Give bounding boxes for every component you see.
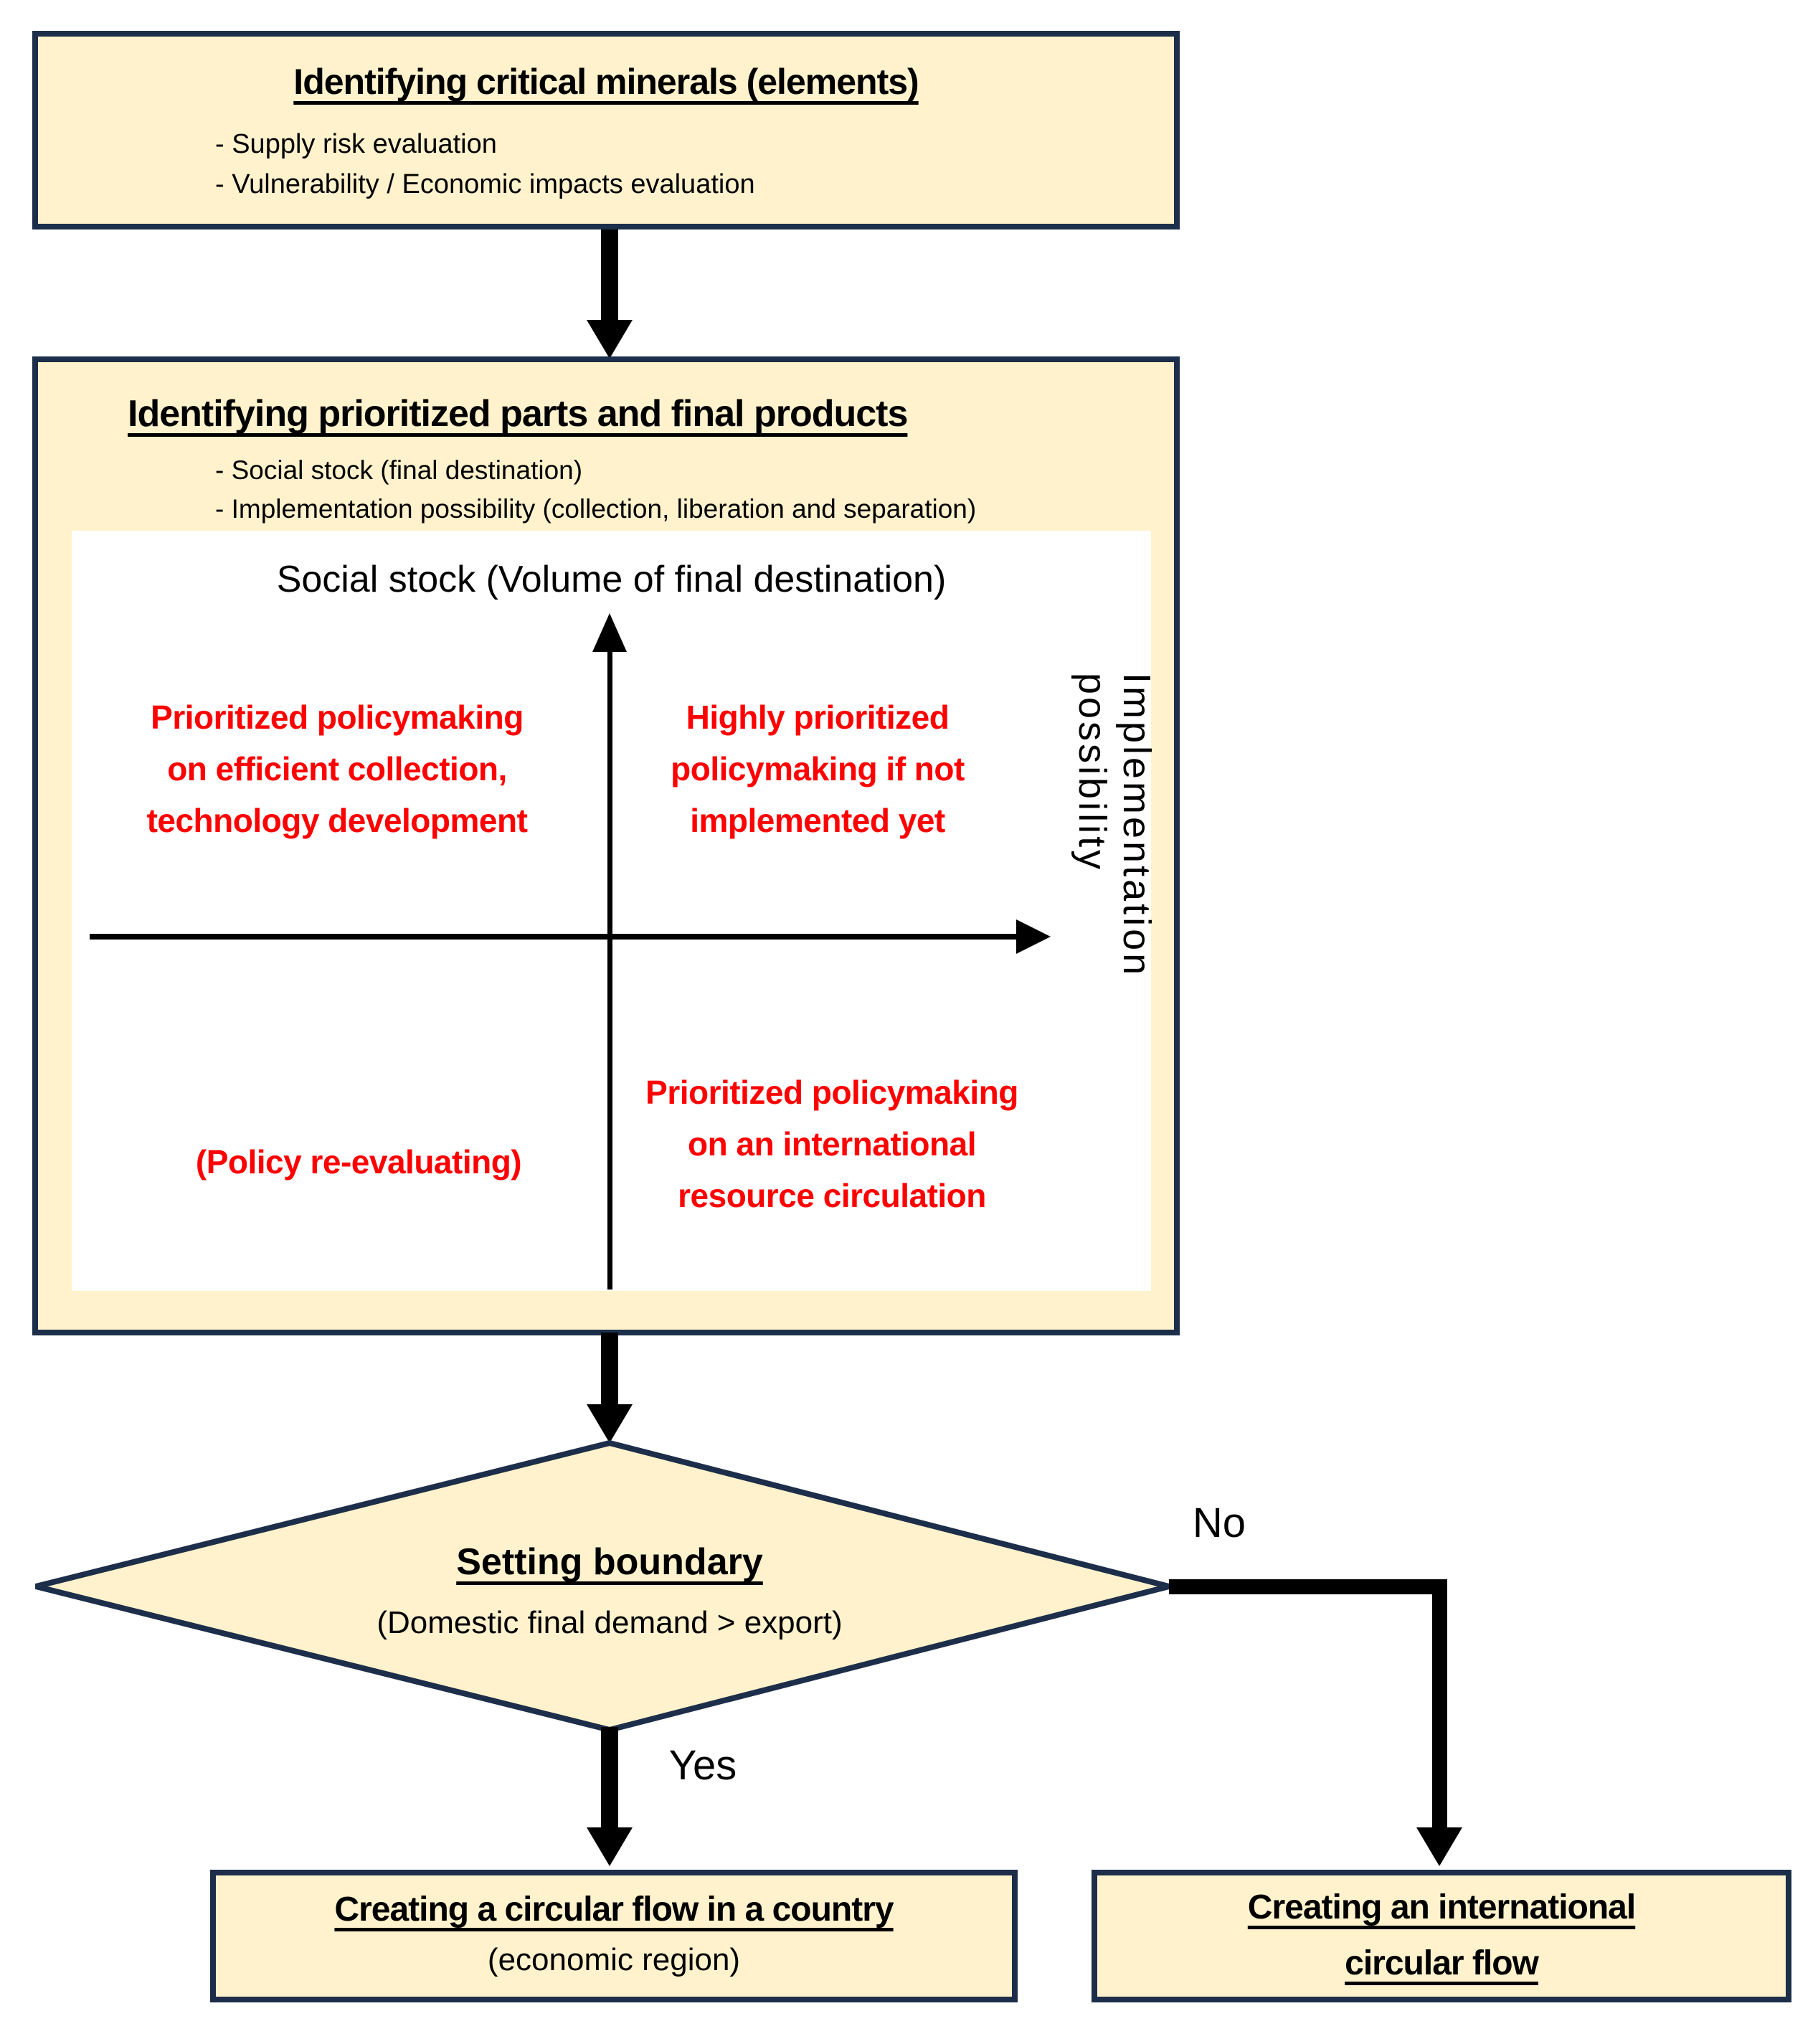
yes-branch-arrowhead [587,1827,633,1866]
y-axis-arrowhead [592,613,627,652]
x-axis-label: Implementation possibility [1071,673,1158,978]
box-identifying-critical-minerals: Identifying critical minerals (elements)… [32,31,1180,230]
quadrant-title: Social stock (Volume of final destinatio… [276,559,947,600]
quadrant-top-left: Prioritized policymaking on efficient co… [146,699,528,839]
connector-2-arrowhead [587,1404,633,1443]
connector-1-arrowhead [587,320,633,359]
box-prioritized-title: Identifying prioritized parts and final … [128,393,908,435]
no-branch-arrowhead [1416,1827,1462,1866]
bullet-vulnerability: - Vulnerability / Economic impacts evalu… [215,169,755,199]
box-circular-flow-country: Creating a circular flow in a country (e… [210,1870,1018,2002]
box-prioritized-bullets: - Social stock (final destination) - Imp… [38,435,1174,529]
no-branch-horizontal [1169,1579,1447,1594]
connector-1-shaft [601,230,618,324]
box-critical-title: Identifying critical minerals (elements) [293,62,919,102]
outcome-domestic-title: Creating a circular flow in a country [334,1891,894,1929]
outcome-domestic-subtitle: (economic region) [487,1942,741,1977]
bullet-social-stock: - Social stock (final destination) [215,455,583,485]
x-axis-arrowhead [1016,919,1051,954]
bullet-supply-risk: - Supply risk evaluation [215,129,497,159]
box-critical-bullets: - Supply risk evaluation - Vulnerability… [38,103,1174,204]
box-international-circular-flow: Creating an international circular flow [1092,1870,1791,2002]
outcome-international-line2: circular flow [1345,1944,1539,1982]
quadrant-chart-panel: Social stock (Volume of final destinatio… [72,531,1158,1291]
bullet-implementation-possibility: - Implementation possibility (collection… [215,494,977,524]
quadrant-bottom-right: Prioritized policymaking on an internati… [645,1074,1018,1214]
decision-condition: (Domestic final demand > export) [377,1605,843,1640]
no-label: No [1192,1500,1246,1546]
y-axis-line [607,649,612,1290]
no-branch-vertical [1432,1579,1447,1827]
decision-diamond-shape [35,1439,1170,1733]
connector-2-shaft [601,1333,618,1407]
outcome-international-line1: Creating an international [1247,1888,1636,1926]
yes-label: Yes [668,1742,737,1789]
quadrant-top-right: Highly prioritized policymaking if not i… [671,699,965,839]
yes-branch-shaft [601,1727,618,1827]
x-axis-line [90,934,1018,940]
decision-diamond [35,1439,1170,1733]
decision-title: Setting boundary [456,1541,763,1583]
quadrant-bottom-left: (Policy re-evaluating) [195,1143,522,1180]
